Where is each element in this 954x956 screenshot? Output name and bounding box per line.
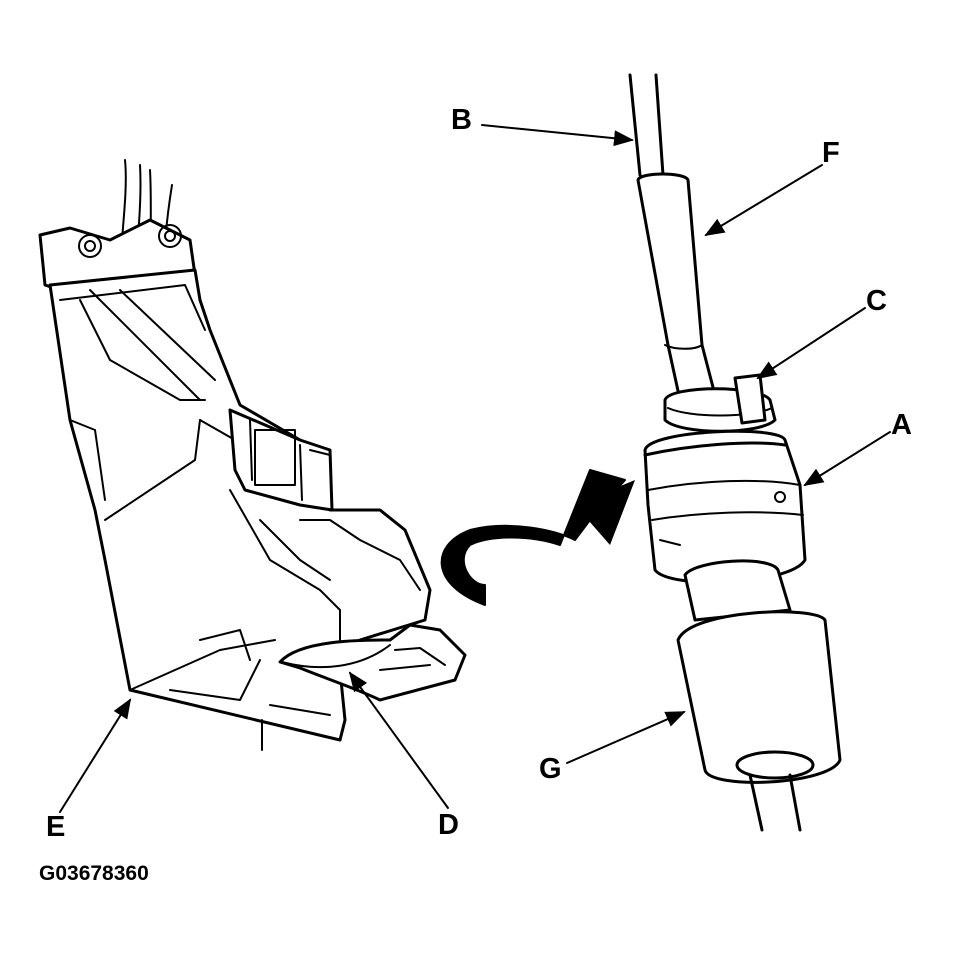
leader-b [481, 124, 634, 147]
label-a: A [891, 409, 912, 441]
leader-d [348, 671, 449, 809]
figure-code: G03678360 [39, 862, 149, 885]
bracket-assembly [38, 159, 467, 751]
label-b: B [451, 104, 472, 136]
label-e: E [46, 811, 65, 843]
leader-a [803, 431, 891, 487]
leader-g [566, 711, 686, 764]
label-c: C [866, 285, 887, 317]
leader-f [704, 164, 823, 237]
label-f: F [822, 137, 840, 169]
leader-e [59, 698, 132, 813]
label-g: G [539, 753, 562, 785]
rotation-arrow [440, 469, 635, 606]
cable-assembly [628, 73, 842, 832]
label-d: D [438, 809, 459, 841]
callout-leaders [59, 124, 891, 813]
leader-c [756, 307, 866, 380]
